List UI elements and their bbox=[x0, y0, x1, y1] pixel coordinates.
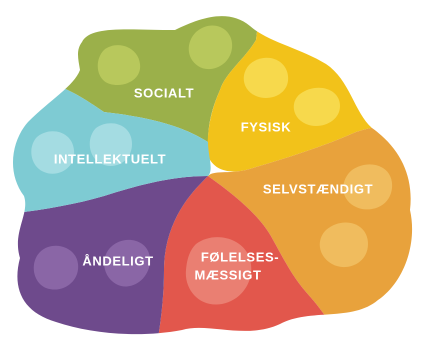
label-folelsesmaessigt-line1: FØLELSES- bbox=[201, 249, 279, 264]
region-folelsesmaessigt bbox=[154, 176, 344, 335]
label-intellektuelt: INTELLEKTUELT bbox=[54, 151, 166, 166]
socialt-spot bbox=[97, 45, 141, 86]
intellektuelt-spot bbox=[31, 131, 75, 174]
label-folelsesmaessigt-line2: MÆSSIGT bbox=[194, 267, 261, 282]
fysisk-spot bbox=[293, 87, 340, 126]
fysisk-spot bbox=[243, 57, 289, 98]
andeligt-spot bbox=[104, 239, 150, 287]
selvstaendigt-spot bbox=[343, 164, 393, 210]
andeligt-spot bbox=[33, 245, 79, 290]
socialt-spot bbox=[188, 25, 233, 70]
region-andeligt bbox=[12, 176, 208, 335]
region-intellektuelt bbox=[12, 70, 211, 216]
label-fysisk: FYSISK bbox=[241, 119, 292, 134]
folelsesmaessigt-spot bbox=[185, 237, 252, 305]
intellektuelt-spot bbox=[89, 123, 132, 166]
label-selvstaendigt: SELVSTÆNDIGT bbox=[263, 181, 373, 196]
label-andeligt: ÅNDELIGT bbox=[82, 253, 153, 268]
label-socialt: SOCIALT bbox=[134, 85, 194, 100]
region-andeligt-area bbox=[12, 176, 208, 335]
selvstaendigt-spot bbox=[319, 222, 368, 268]
